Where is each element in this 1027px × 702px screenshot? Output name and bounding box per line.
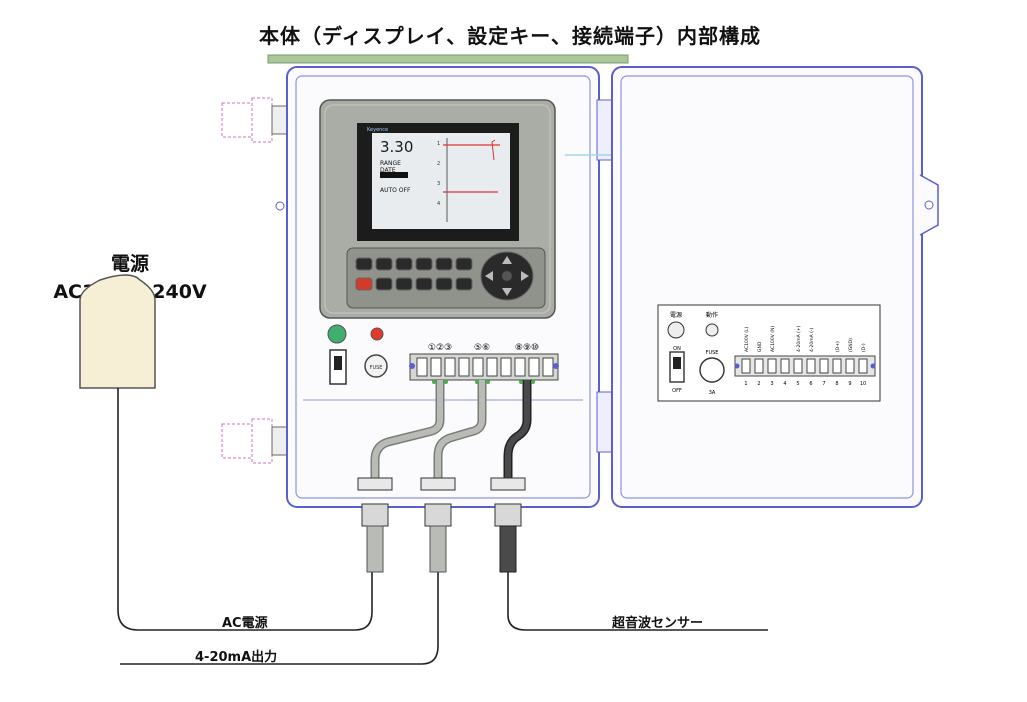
display-value: 3.30 — [380, 138, 413, 156]
left-gland-bottom — [221, 418, 289, 464]
door-terminal-number: 2 — [757, 381, 760, 387]
power-supply-box — [79, 274, 156, 389]
door-terminal-number: 8 — [835, 381, 838, 387]
fuse-holder — [364, 354, 388, 378]
screen-graph: 1 2 3 4 — [437, 138, 500, 222]
sensor-wire — [507, 572, 768, 631]
power-title: 電源 — [110, 253, 149, 275]
door-terminal-label: 4-20mA (-) — [809, 328, 815, 352]
door-terminal-number: 5 — [796, 381, 799, 387]
svg-text:4: 4 — [437, 201, 440, 207]
door-terminal-label: (GND) — [848, 338, 854, 352]
door-fuse-rating: 3A — [709, 390, 716, 396]
door-operation-label: 動作 — [706, 311, 718, 319]
output-wire — [120, 572, 439, 665]
terminal-group-1: ①②③ — [428, 343, 452, 353]
fuse-cap-label: FUSE — [370, 365, 383, 371]
door-terminal-label: (D+) — [835, 341, 841, 352]
door-terminal-label: (D-) — [861, 343, 867, 352]
door-terminal-label: AC100V (N) — [770, 326, 776, 352]
diagram-title: 本体（ディスプレイ、設定キー、接続端子）内部構成 — [259, 24, 761, 48]
brand-logo: Keyence — [367, 127, 388, 133]
door-terminal-number: 4 — [783, 381, 786, 387]
door-on-label: ON — [673, 346, 681, 352]
power-switch-rocker — [334, 356, 342, 370]
display-menu-0: RANGE — [380, 160, 401, 167]
door-terminal-numbers: 1 2 3 4 5 6 7 8 9 10 — [744, 381, 866, 387]
door-terminal-number: 1 — [744, 381, 747, 387]
terminal-block — [409, 353, 559, 381]
door-power-label: 電源 — [670, 311, 682, 319]
cable-gland-output — [420, 477, 456, 573]
power-lamp — [327, 324, 347, 344]
cable-gland-ac — [357, 477, 393, 573]
svg-text:1: 1 — [437, 141, 440, 147]
door-operation-lamp — [705, 323, 719, 337]
door-terminal-number: 10 — [860, 381, 866, 387]
internal-cable-output — [433, 380, 487, 482]
left-gland-top — [221, 97, 289, 143]
door-terminal-label: 4-20mA (+) — [796, 325, 802, 352]
door-fuse-label: FUSE — [706, 350, 719, 356]
keypad — [346, 247, 546, 309]
door-terminal-label: AC100V (L) — [744, 326, 750, 352]
svg-text:2: 2 — [437, 161, 440, 167]
display-highlight — [380, 172, 408, 178]
door-off-label: OFF — [672, 388, 682, 394]
internal-cable-ac — [370, 380, 445, 482]
door-terminal-number: 3 — [770, 381, 773, 387]
door — [611, 66, 939, 508]
door-terminal-number: 7 — [822, 381, 825, 387]
display-menu-1: DATE — [380, 167, 396, 174]
ac-power-wire — [117, 388, 373, 631]
mount-hole-left — [275, 201, 285, 211]
door-terminal-labels: AC100V (L) GND AC100V (N) 4-20mA (+) 4-2… — [744, 325, 867, 352]
door-fuse — [699, 357, 725, 383]
terminal-group-2: ⑤⑥ — [474, 343, 490, 353]
door-power-lamp — [667, 321, 685, 339]
ac-power-cable-label: AC電源 — [222, 616, 268, 631]
operation-lamp — [370, 327, 384, 341]
mounting-bar — [267, 54, 629, 64]
door-terminal-number: 9 — [848, 381, 851, 387]
terminal-group-3: ⑧⑨⑩ — [515, 343, 539, 353]
hinge-bottom — [596, 391, 614, 453]
door-terminal-number: 6 — [809, 381, 812, 387]
cable-gland-sensor — [490, 477, 526, 573]
wire-ends — [432, 380, 535, 384]
sensor-cable-label: 超音波センサー — [612, 616, 704, 631]
internal-cable-sensor — [503, 380, 532, 482]
display-menu-3: AUTO OFF — [380, 187, 411, 194]
door-label-panel — [657, 304, 881, 402]
door-terminal-label: GND — [757, 341, 763, 352]
output-cable-label: 4-20mA出力 — [195, 650, 278, 665]
svg-text:3: 3 — [437, 181, 440, 187]
hinge-top — [596, 99, 614, 161]
